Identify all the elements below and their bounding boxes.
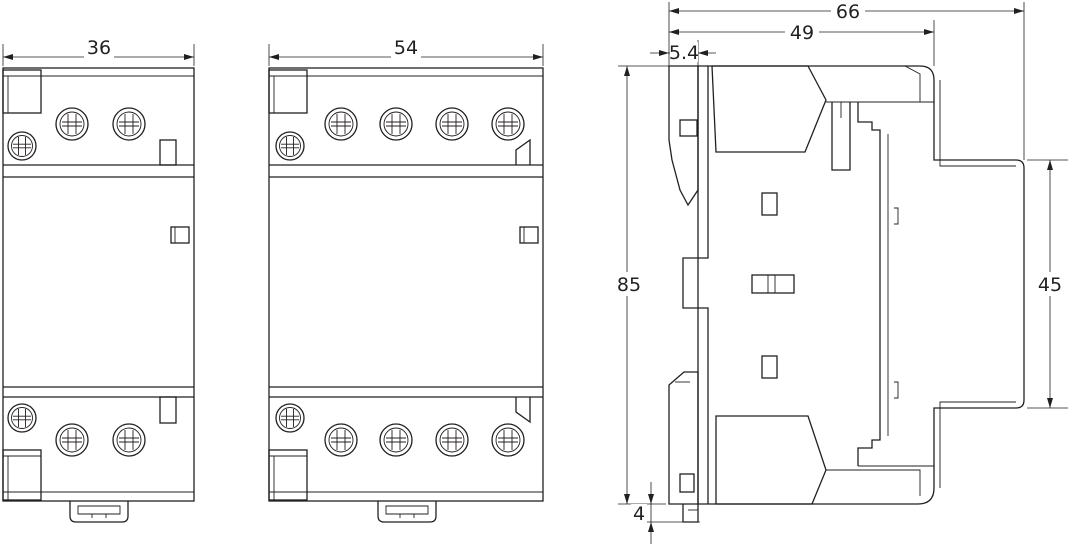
width-dimension-54: 54 xyxy=(268,37,544,66)
bottom-offset-dimension: 4 xyxy=(631,482,700,544)
side-view: 66 49 5.4 85 xyxy=(615,0,1068,544)
terminal-screw xyxy=(379,423,413,457)
height-dimension-85: 85 xyxy=(615,65,690,505)
width-label: 36 xyxy=(87,37,111,59)
width-dimension-36: 36 xyxy=(2,37,195,66)
terminal-screw xyxy=(55,423,89,457)
body-depth-label: 49 xyxy=(790,22,814,44)
height-dimension-45: 45 xyxy=(1027,159,1068,409)
front-height-label: 45 xyxy=(1038,274,1062,296)
terminal-screw xyxy=(491,423,525,457)
terminal-screw xyxy=(324,107,358,141)
terminal-screw xyxy=(7,131,37,161)
terminal-screw xyxy=(7,403,37,433)
terminal-screw xyxy=(55,107,89,141)
terminal-screw xyxy=(112,107,146,141)
bottom-offset-label: 4 xyxy=(633,503,645,525)
front-view-2-pole: 36 xyxy=(2,37,195,523)
terminal-screw xyxy=(324,423,358,457)
terminal-screw xyxy=(435,423,469,457)
rail-offset-label: 5.4 xyxy=(669,42,699,64)
depth-dimension-49: 49 xyxy=(669,20,935,66)
terminal-screw xyxy=(491,107,525,141)
rail-offset-dimension: 5.4 xyxy=(650,40,716,66)
terminal-screw xyxy=(112,423,146,457)
terminal-screw xyxy=(379,107,413,141)
terminal-screw xyxy=(275,403,305,433)
depth-label: 66 xyxy=(836,1,860,23)
terminal-screw xyxy=(275,131,305,161)
height-label: 85 xyxy=(617,274,641,296)
terminal-screw xyxy=(435,107,469,141)
front-view-4-pole: 54 xyxy=(268,37,544,523)
depth-dimension-66: 66 xyxy=(668,0,1025,160)
width-label: 54 xyxy=(394,37,418,59)
